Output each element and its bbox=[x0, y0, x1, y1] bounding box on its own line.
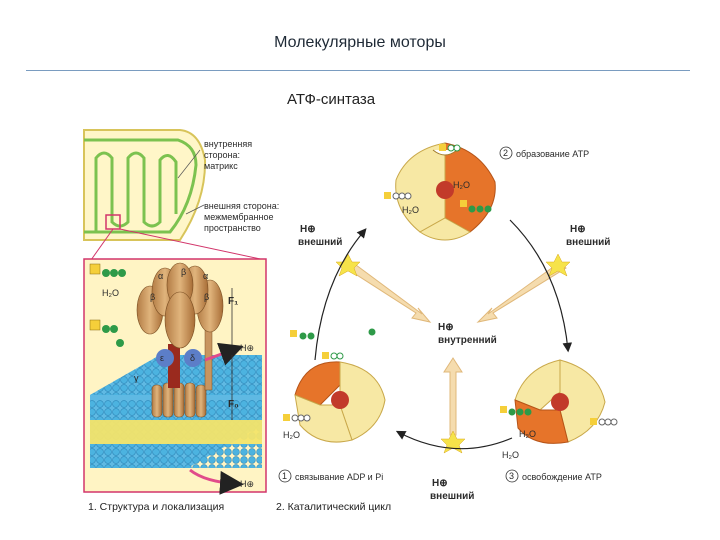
label-h2o-top-left: H₂O bbox=[402, 205, 419, 215]
label-outer-left: внешний bbox=[298, 237, 342, 248]
f1-head-right bbox=[500, 359, 618, 444]
adp-token-1 bbox=[89, 263, 126, 277]
label-h-plus-outer-left: H⊕ bbox=[300, 224, 316, 235]
label-outer-side-1: внешняя сторона: bbox=[204, 201, 279, 211]
proton-flow-arrows bbox=[345, 261, 567, 436]
label-h-plus-outer-bottom: H⊕ bbox=[432, 478, 448, 489]
label-outer-side-2: межмембранное bbox=[204, 212, 274, 222]
label-inner-side-2: сторона: bbox=[204, 150, 240, 160]
label-h-plus-outer-right: H⊕ bbox=[570, 224, 586, 235]
label-outer-right: внешний bbox=[566, 237, 610, 248]
label-h2o-left: H₂O bbox=[283, 430, 300, 440]
label-h-plus-bottom: H⊕ bbox=[240, 479, 254, 489]
label-outer-bottom: внешний bbox=[430, 491, 474, 502]
step-1-number: 1 bbox=[282, 471, 287, 481]
label-alpha-2: α bbox=[203, 271, 208, 281]
label-inner: внутренний bbox=[438, 335, 497, 346]
label-beta-right: β bbox=[204, 292, 209, 302]
label-h2o-panel: H₂O bbox=[102, 288, 119, 298]
title-divider bbox=[26, 70, 690, 71]
label-h2o-right-1: H₂O bbox=[519, 429, 536, 439]
adp-token-2 bbox=[89, 319, 118, 333]
step-1-label: связывание ADP и Pi bbox=[295, 472, 383, 482]
label-outer-side-3: пространство bbox=[204, 223, 261, 233]
label-inner-side-3: матрикс bbox=[204, 161, 238, 171]
label-beta-left: β bbox=[150, 292, 155, 302]
caption-cycle: 2. Каталитический цикл bbox=[276, 501, 391, 513]
f1-head-left bbox=[283, 328, 386, 443]
label-gamma: γ bbox=[134, 373, 139, 383]
label-beta-top: β bbox=[181, 267, 186, 277]
slide-title: Молекулярные моторы bbox=[274, 34, 446, 51]
label-h-plus-top: H⊕ bbox=[240, 343, 254, 353]
step-2-number: 2 bbox=[503, 148, 508, 158]
mitochondrion bbox=[83, 129, 266, 261]
label-epsilon: ε bbox=[160, 353, 164, 363]
structure-panel bbox=[83, 258, 267, 495]
label-inner-side-1: внутренняя bbox=[204, 139, 252, 149]
label-f0: F₀ bbox=[228, 399, 239, 410]
step-1-marker: 1 bbox=[278, 469, 292, 483]
step-3-label: освобождение АТР bbox=[522, 472, 602, 482]
label-h-plus-inner: H⊕ bbox=[438, 322, 454, 333]
slide-subtitle: АТФ-синтаза bbox=[287, 91, 376, 108]
label-delta: δ bbox=[190, 353, 195, 363]
label-h2o-top: H₂O bbox=[453, 180, 470, 190]
step-2-label: образование АТР bbox=[516, 149, 589, 159]
label-h2o-right-2: H₂O bbox=[502, 450, 519, 460]
label-alpha-1: α bbox=[158, 271, 163, 281]
caption-structure: 1. Структура и локализация bbox=[88, 501, 224, 513]
step-2-marker: 2 bbox=[499, 146, 513, 160]
label-f1: F₁ bbox=[228, 296, 238, 307]
f1-head-top bbox=[384, 142, 496, 241]
step-3-number: 3 bbox=[509, 471, 514, 481]
step-3-marker: 3 bbox=[505, 469, 519, 483]
